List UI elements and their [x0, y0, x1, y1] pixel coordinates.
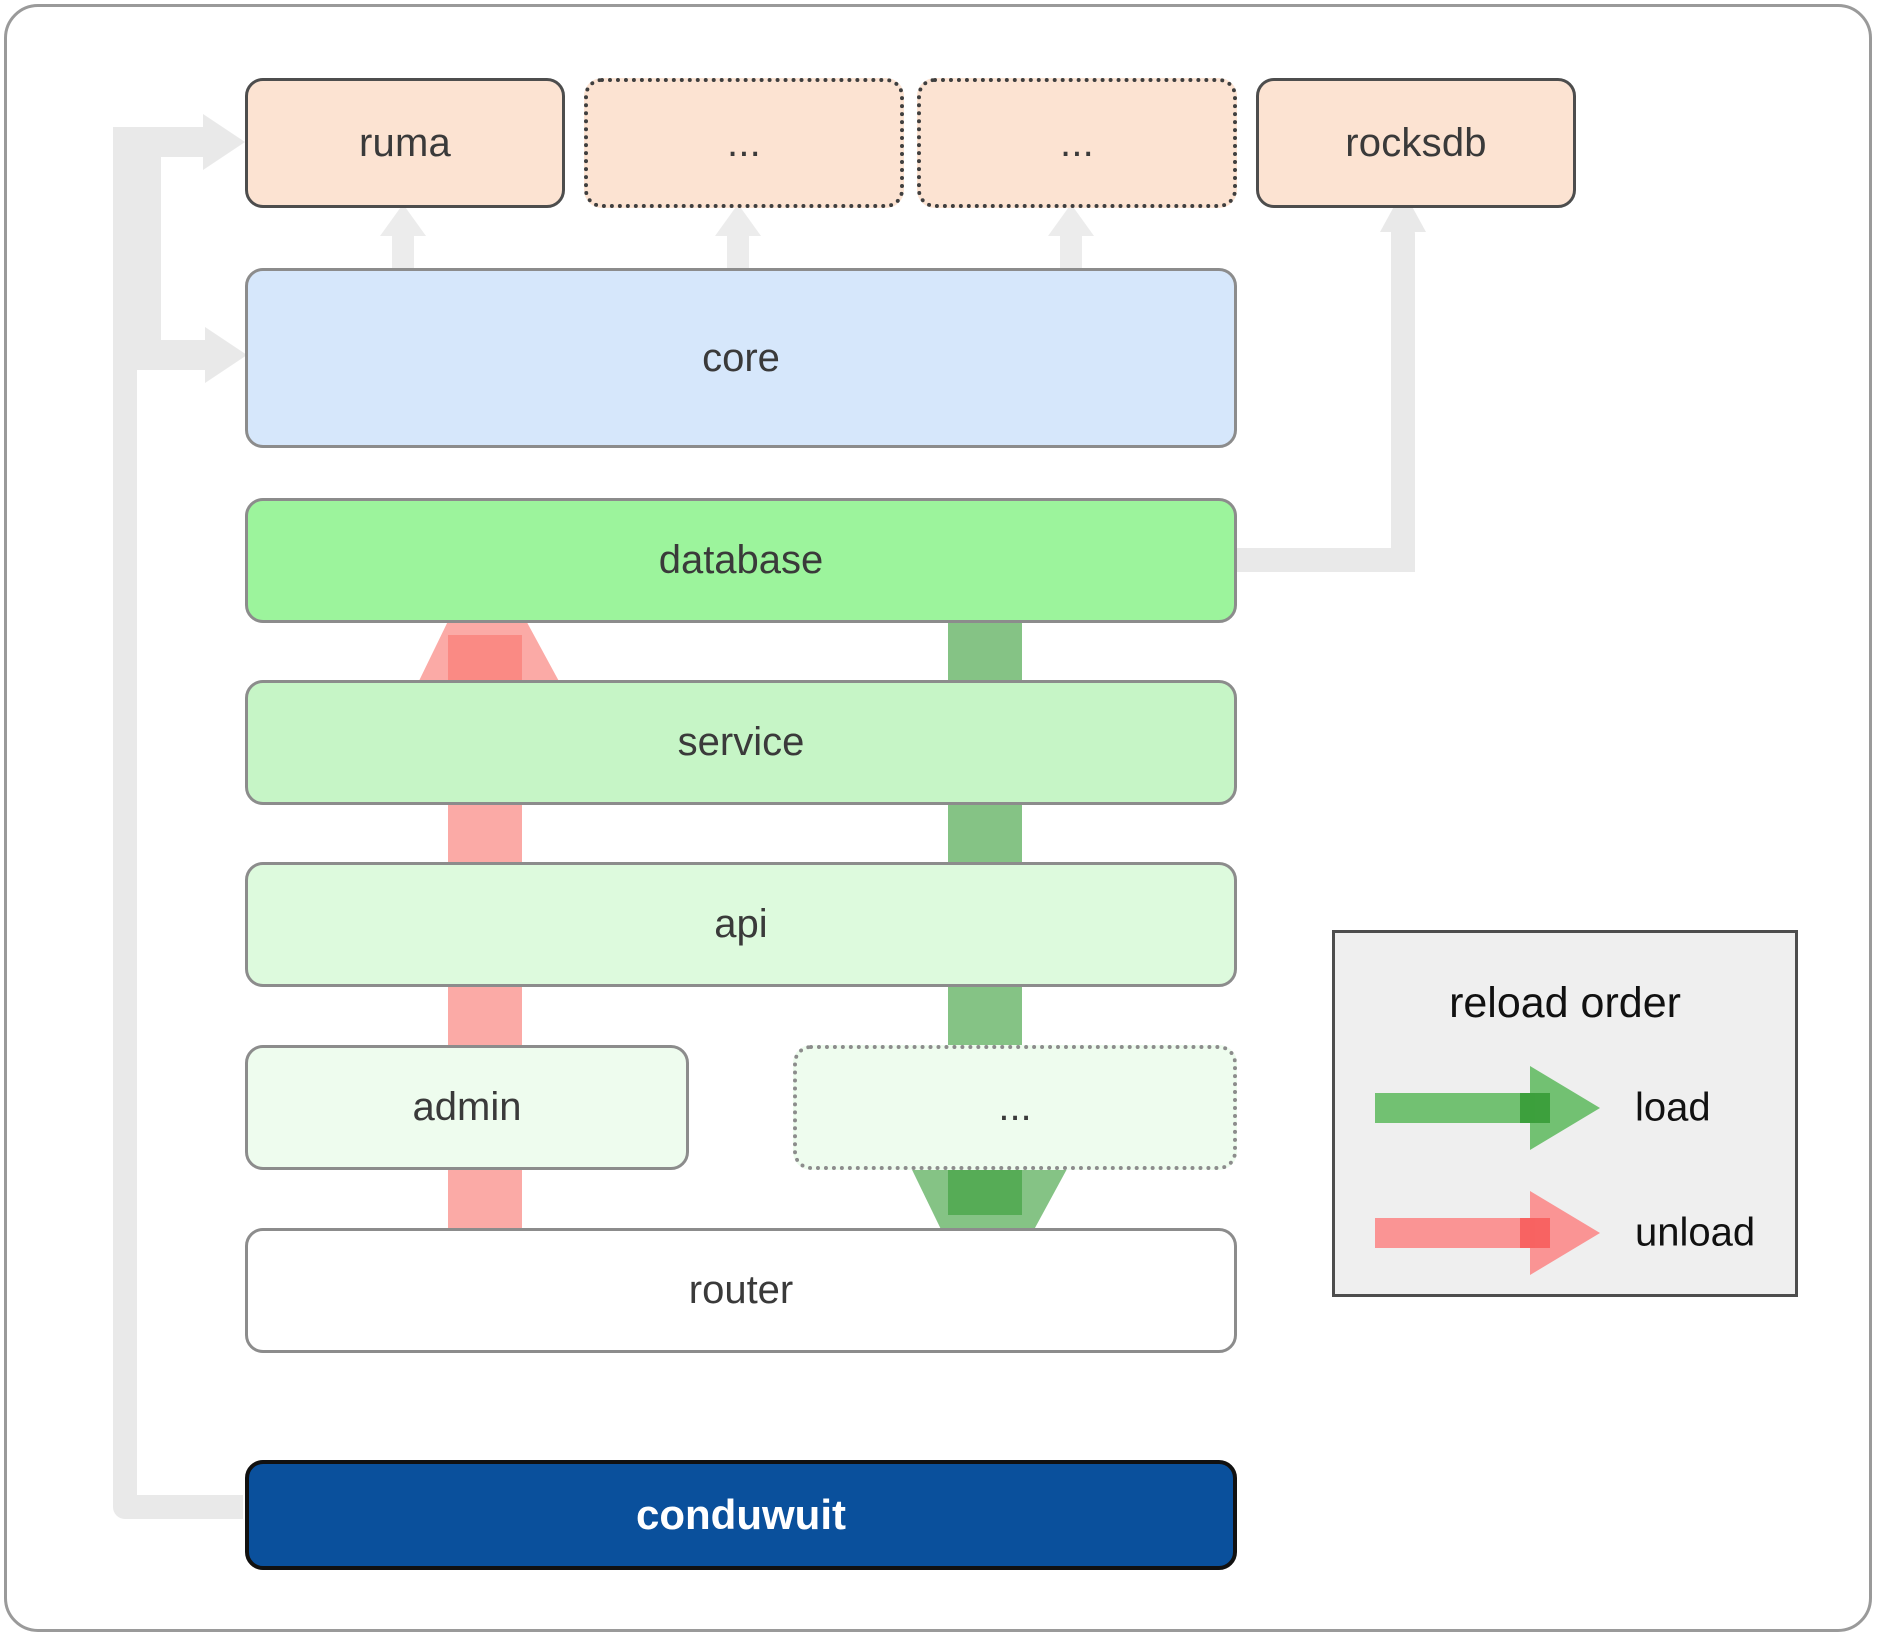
legend-row-load: load	[1335, 1058, 1795, 1158]
binary-conduwuit[interactable]: conduwuit	[245, 1460, 1237, 1570]
layer-database[interactable]: database	[245, 498, 1237, 623]
connector-core-to-dots1-head	[715, 204, 761, 236]
legend-unload-label: unload	[1635, 1210, 1756, 1255]
layer-router-label: router	[688, 1268, 794, 1312]
connector-to-ruma-head	[203, 114, 245, 170]
crate-rocksdb-label: rocksdb	[1345, 120, 1487, 165]
layer-database-label: database	[658, 538, 824, 582]
legend-unload-arrow-icon	[1375, 1191, 1600, 1275]
crate-placeholder-1-label: ...	[727, 120, 761, 165]
layer-core[interactable]: core	[245, 268, 1237, 448]
layer-api-label: api	[714, 902, 768, 946]
connector-core-to-dots1-shaft	[727, 228, 749, 272]
connector-core-to-dots2-head	[1048, 204, 1094, 236]
crate-placeholder-1[interactable]: ...	[584, 78, 904, 208]
crate-rocksdb[interactable]: rocksdb	[1256, 78, 1576, 208]
connector-core-to-dots2-shaft	[1060, 228, 1082, 272]
layer-service[interactable]: service	[245, 680, 1237, 805]
connector-to-core-shaft	[137, 340, 215, 370]
layer-placeholder-label: ...	[998, 1085, 1032, 1129]
layer-api[interactable]: api	[245, 862, 1237, 987]
layer-router[interactable]: router	[245, 1228, 1237, 1353]
crate-ruma-label: ruma	[359, 120, 451, 165]
connector-branch-core-v	[137, 130, 161, 358]
legend-load-arrow-icon	[1375, 1066, 1600, 1150]
legend-title: reload order	[1449, 979, 1681, 1027]
crate-placeholder-2[interactable]: ...	[917, 78, 1237, 208]
legend-load-label: load	[1635, 1085, 1711, 1130]
layer-placeholder[interactable]: ...	[793, 1045, 1237, 1170]
connector-conduwuit-bottom	[113, 1495, 243, 1519]
connector-database-to-rocksdb-h	[1230, 548, 1415, 572]
crate-placeholder-2-label: ...	[1060, 120, 1094, 165]
connector-core-to-ruma-head	[380, 204, 426, 236]
connector-database-to-rocksdb-v	[1391, 222, 1415, 572]
layer-service-label: service	[677, 720, 805, 764]
connector-to-ruma-shaft	[113, 127, 213, 157]
layer-core-label: core	[702, 335, 780, 380]
legend-row-unload: unload	[1335, 1183, 1795, 1283]
connector-core-to-ruma-shaft	[392, 228, 414, 272]
layer-admin[interactable]: admin	[245, 1045, 689, 1170]
crate-ruma[interactable]: ruma	[245, 78, 565, 208]
connector-conduwuit-trunk	[113, 130, 137, 1515]
layer-admin-label: admin	[412, 1085, 522, 1129]
connector-to-core-head	[205, 327, 247, 383]
legend-panel: reload order load unload	[1332, 930, 1798, 1297]
binary-conduwuit-label: conduwuit	[636, 1491, 846, 1538]
